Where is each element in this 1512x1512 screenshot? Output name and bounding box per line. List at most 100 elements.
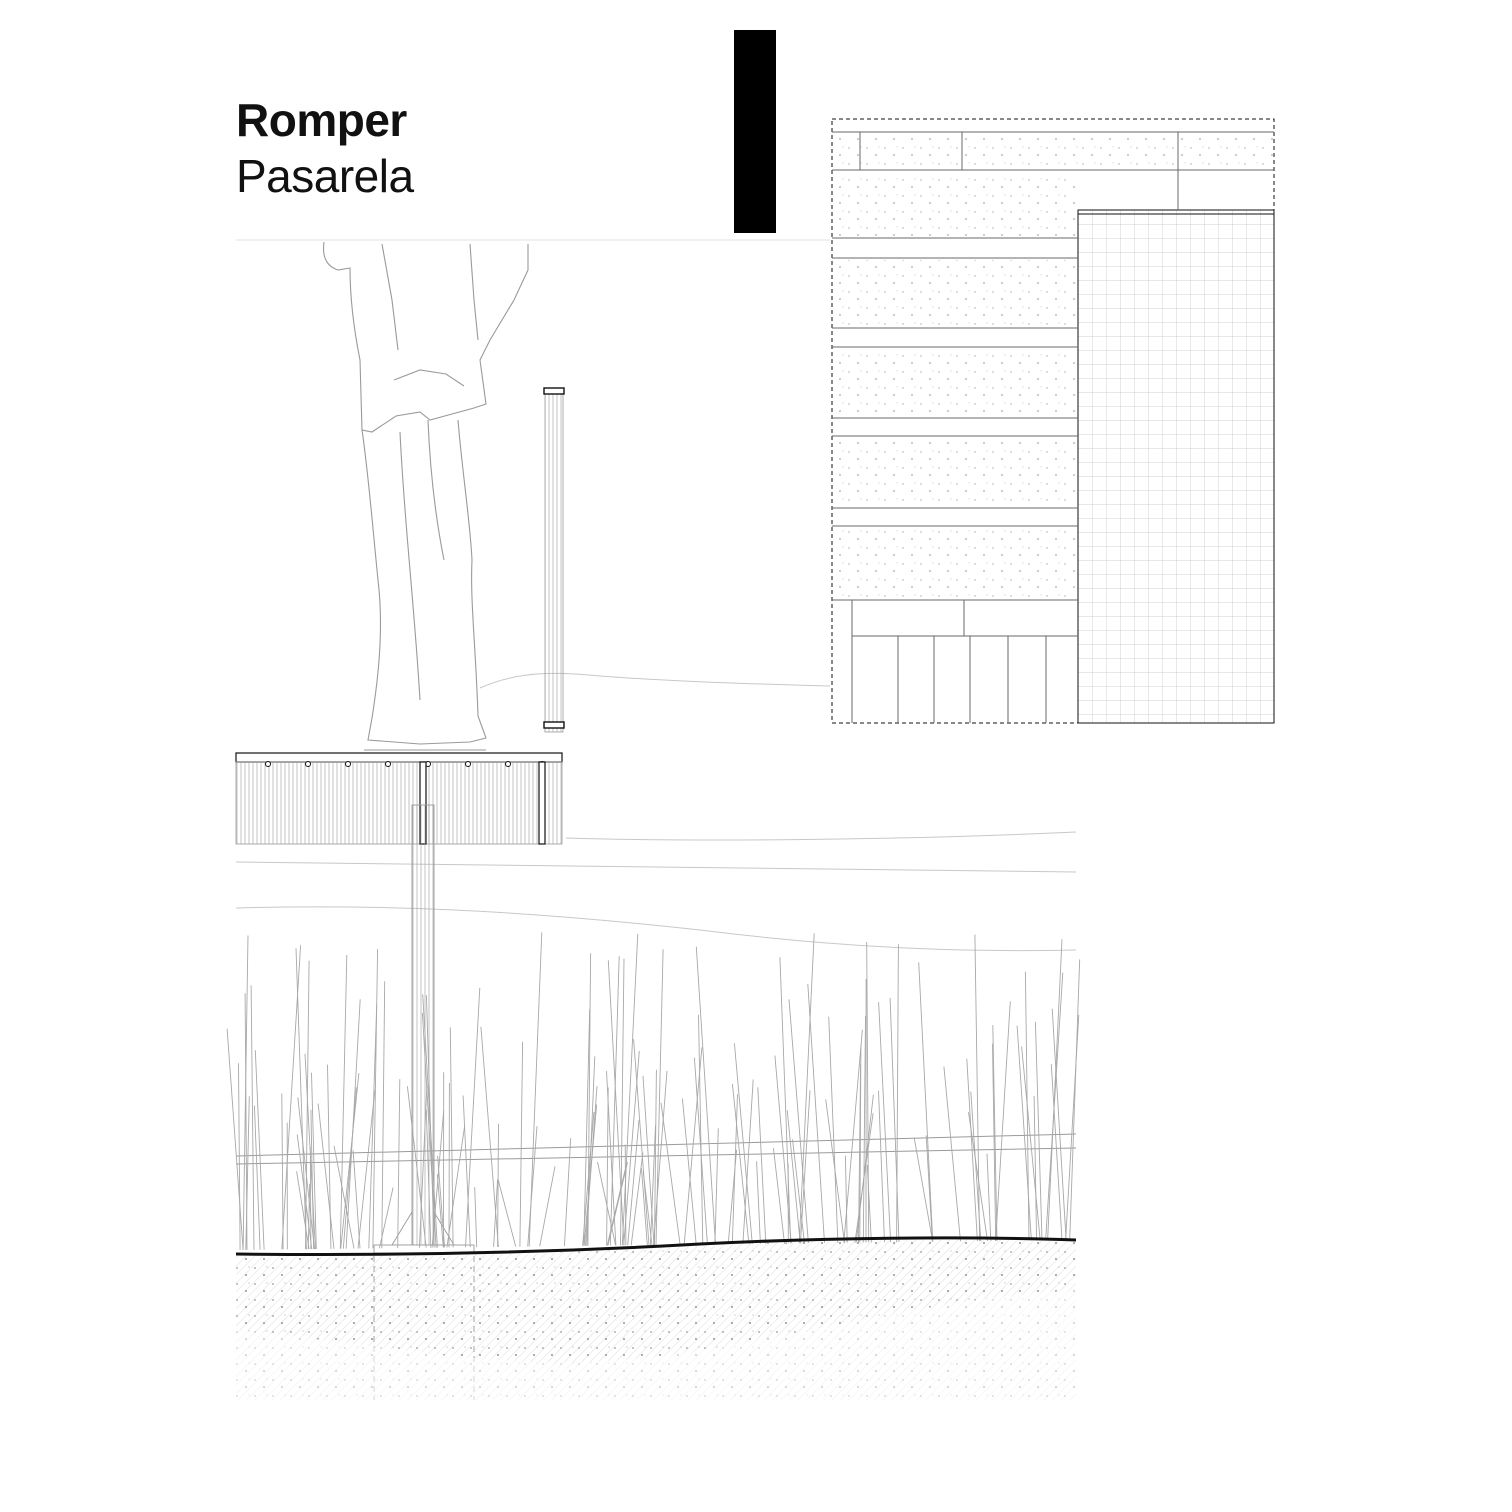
reed-stem: [425, 1109, 432, 1248]
reed-stem: [774, 1055, 792, 1244]
ground-line: [235, 1236, 1077, 1257]
reed-stem: [642, 1075, 655, 1246]
accent-bar: [734, 30, 776, 233]
reed-stem: [1033, 1095, 1038, 1241]
reed-stem: [788, 999, 809, 1244]
reed-stem: [327, 1064, 332, 1249]
reed-stem: [607, 960, 625, 1246]
reed-stem: [681, 1098, 697, 1245]
reed-stem: [352, 1150, 361, 1249]
reed-stem: [1021, 1046, 1041, 1241]
reed-stem: [733, 1043, 753, 1244]
reed-stem: [462, 1095, 471, 1248]
reed-stem: [623, 1050, 640, 1246]
reed-stem: [731, 1083, 750, 1244]
walkway-deck: [235, 752, 563, 845]
reed-stem: [465, 987, 481, 1248]
reed-stem: [1034, 1021, 1043, 1241]
reed-stem: [436, 1174, 444, 1248]
reed-stem: [695, 946, 716, 1245]
reed-stem: [633, 1039, 650, 1246]
reed-stem: [660, 1102, 681, 1245]
reed-stem: [779, 957, 792, 1244]
reed-stem: [563, 1138, 572, 1247]
reed-stem: [798, 933, 815, 1244]
reed-stem: [296, 1134, 313, 1250]
reed-stem: [1016, 1025, 1032, 1241]
reed-stem: [1045, 972, 1064, 1241]
reed-stem: [528, 932, 543, 1247]
reed-stem: [339, 954, 348, 1249]
reed-stem: [296, 1171, 310, 1250]
soil-section: [236, 1239, 1076, 1400]
reed-stem: [307, 1183, 311, 1250]
reed-stem: [757, 1087, 767, 1244]
reed-stem: [974, 934, 981, 1242]
reed-stem: [792, 1139, 805, 1244]
reed-stem: [381, 981, 386, 1249]
reed-stem: [253, 1105, 261, 1250]
reed-stem: [281, 1093, 284, 1250]
reed-stem: [828, 1016, 839, 1243]
reed-stem: [418, 1085, 428, 1248]
reed-stem: [357, 1090, 376, 1249]
reed-stem: [992, 1025, 998, 1241]
reed-stem: [970, 1091, 982, 1242]
reed-stem: [368, 1004, 378, 1249]
reed-stem: [825, 1099, 845, 1243]
reed-stem: [866, 941, 870, 1243]
reed-stem: [238, 1063, 241, 1251]
reed-stem: [624, 1144, 627, 1246]
reed-stem: [925, 1135, 933, 1242]
reed-stem: [597, 1161, 617, 1246]
reed-stem: [397, 1079, 401, 1249]
reed-stem: [878, 1090, 885, 1243]
reed-stem: [756, 1161, 761, 1244]
reed-stem: [480, 1026, 499, 1247]
reed-stem: [968, 1112, 988, 1242]
reed-stem: [799, 1090, 811, 1244]
reed-stem: [641, 1168, 648, 1246]
reed-stem: [630, 1152, 644, 1246]
reed-stem: [474, 1187, 478, 1248]
reed-stem: [295, 948, 307, 1250]
reed-stem: [683, 1047, 703, 1245]
reed-stem: [1050, 1064, 1063, 1241]
human-figure: [322, 241, 529, 751]
page-subtitle: Pasarela: [236, 150, 414, 202]
reed-stem: [866, 1164, 872, 1243]
reed-stem: [244, 993, 248, 1250]
railing-post: [543, 387, 565, 733]
reed-stem: [859, 1045, 862, 1243]
reed-stem: [226, 1028, 244, 1250]
reed-stem: [539, 1166, 556, 1247]
reed-stem: [333, 1145, 355, 1249]
reed-stem: [406, 1086, 427, 1248]
reed-stem: [653, 1070, 668, 1246]
reed-stem: [584, 1086, 598, 1246]
reed-stem: [862, 1015, 866, 1243]
reed-stem: [649, 1125, 656, 1246]
reed-stem: [621, 933, 639, 1246]
reed-stem: [519, 1041, 524, 1247]
reed-stem: [372, 949, 379, 1249]
reed-stem: [497, 1179, 517, 1247]
reed-stem: [742, 1079, 754, 1244]
reed-stem: [655, 949, 664, 1246]
reed-stem: [425, 995, 435, 1248]
reed-stem: [627, 1119, 640, 1246]
reed-stem: [1047, 939, 1063, 1241]
reed-stem: [446, 1124, 466, 1248]
reed-stem: [340, 1073, 360, 1249]
reed-stem: [527, 1126, 538, 1247]
reed-stem: [311, 1072, 317, 1250]
reed-stem: [304, 1053, 316, 1250]
reed-stem: [583, 1008, 591, 1246]
title-block: Romper Pasarela: [236, 92, 414, 204]
reed-stem: [913, 1137, 934, 1242]
reed-stem: [620, 958, 625, 1246]
reed-stem: [317, 1103, 335, 1249]
reed-stem: [309, 1146, 312, 1250]
reed-stem: [609, 956, 620, 1246]
